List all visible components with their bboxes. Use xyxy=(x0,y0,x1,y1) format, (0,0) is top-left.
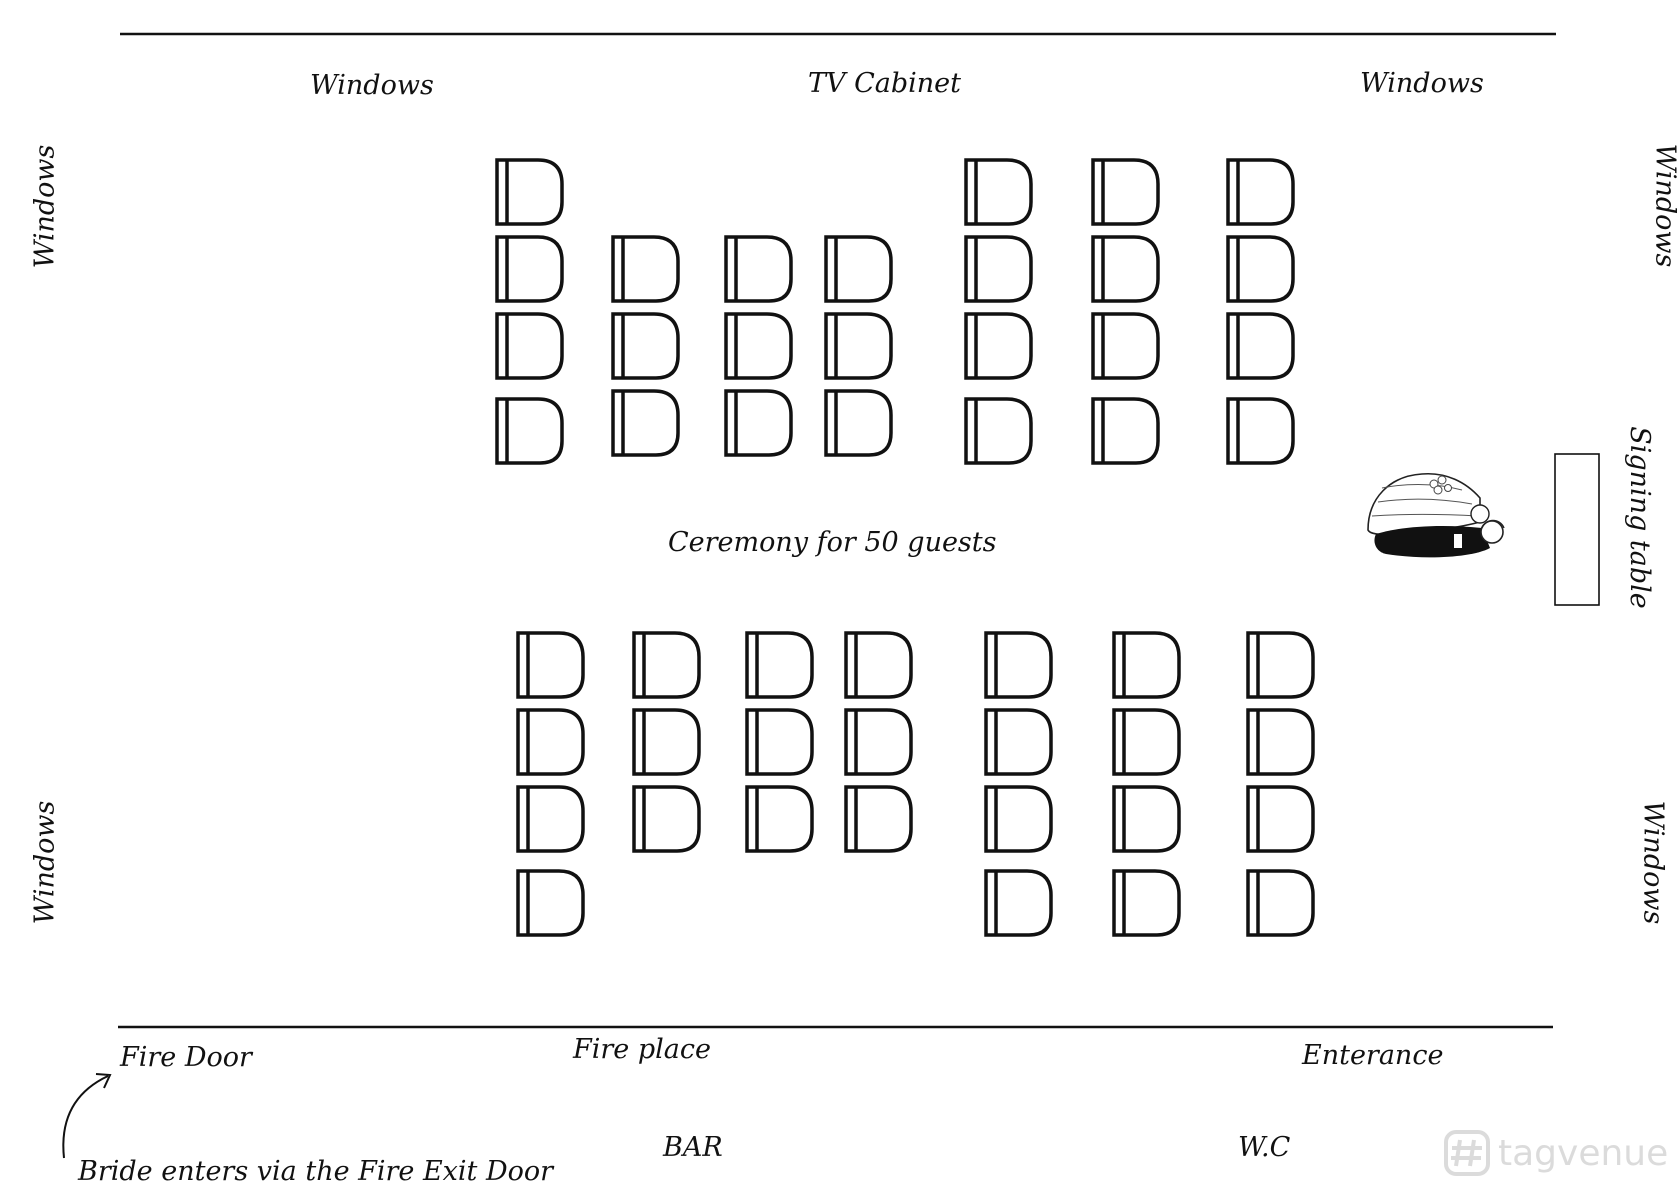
label-signing-table: Signing table xyxy=(1623,426,1655,609)
label-top-windows-right: Windows xyxy=(1360,68,1484,99)
front-seating-block xyxy=(495,158,1295,465)
chair xyxy=(1091,312,1160,380)
chair xyxy=(1226,235,1295,303)
chair xyxy=(824,389,893,457)
chair xyxy=(1246,708,1315,776)
chair xyxy=(724,389,793,457)
chair xyxy=(824,312,893,380)
chair xyxy=(1112,869,1181,937)
chair xyxy=(844,708,913,776)
chair xyxy=(632,708,701,776)
label-tv-cabinet: TV Cabinet xyxy=(808,68,961,99)
chair xyxy=(1226,158,1295,226)
chair xyxy=(984,631,1053,699)
chair xyxy=(495,312,564,380)
tagvenue-logo-icon xyxy=(1444,1130,1490,1176)
chair xyxy=(516,708,585,776)
chair xyxy=(1091,158,1160,226)
chair xyxy=(516,785,585,853)
chair xyxy=(824,235,893,303)
chair xyxy=(611,235,680,303)
label-right-windows-lower: Windows xyxy=(1637,800,1669,925)
chair xyxy=(724,312,793,380)
arrow-icon xyxy=(62,1073,112,1159)
chair xyxy=(1226,397,1295,465)
chair xyxy=(1112,708,1181,776)
chair xyxy=(1246,869,1315,937)
chair xyxy=(495,158,564,226)
tagvenue-watermark-text: tagvenue xyxy=(1498,1132,1669,1174)
label-bar: BAR xyxy=(663,1132,723,1163)
chair xyxy=(1226,312,1295,380)
chair xyxy=(984,785,1053,853)
chair xyxy=(844,785,913,853)
chair xyxy=(745,785,814,853)
chair xyxy=(745,631,814,699)
chair xyxy=(611,312,680,380)
signing-table xyxy=(1554,453,1600,606)
back-seating-block xyxy=(516,631,1315,937)
chair xyxy=(1112,631,1181,699)
chair xyxy=(1246,785,1315,853)
chair xyxy=(1091,397,1160,465)
chair xyxy=(516,631,585,699)
label-ceremony: Ceremony for 50 guests xyxy=(668,527,997,558)
label-fire-place: Fire place xyxy=(573,1034,711,1065)
label-bride-note: Bride enters via the Fire Exit Door xyxy=(78,1156,554,1187)
chair xyxy=(964,397,1033,465)
chair xyxy=(844,631,913,699)
chair xyxy=(1246,631,1315,699)
label-top-windows-left: Windows xyxy=(310,70,434,101)
label-fire-door: Fire Door xyxy=(120,1042,252,1073)
chair xyxy=(1091,235,1160,303)
label-entrance: Enterance xyxy=(1302,1040,1444,1071)
chair xyxy=(1112,785,1181,853)
label-left-windows-upper: Windows xyxy=(29,144,61,269)
chair xyxy=(984,869,1053,937)
label-right-windows-upper: Windows xyxy=(1649,143,1680,268)
label-left-windows-lower: Windows xyxy=(29,800,61,925)
chair xyxy=(632,631,701,699)
chair xyxy=(964,158,1033,226)
chair xyxy=(611,389,680,457)
chair xyxy=(964,235,1033,303)
chair xyxy=(724,235,793,303)
bride-and-groom-icon xyxy=(1367,472,1505,558)
tagvenue-watermark: tagvenue xyxy=(1442,1128,1668,1178)
chair xyxy=(745,708,814,776)
label-wc: W.C xyxy=(1238,1132,1291,1163)
chair xyxy=(964,312,1033,380)
chair xyxy=(984,708,1053,776)
chair xyxy=(495,235,564,303)
chair xyxy=(632,785,701,853)
chair xyxy=(495,397,564,465)
chair xyxy=(516,869,585,937)
